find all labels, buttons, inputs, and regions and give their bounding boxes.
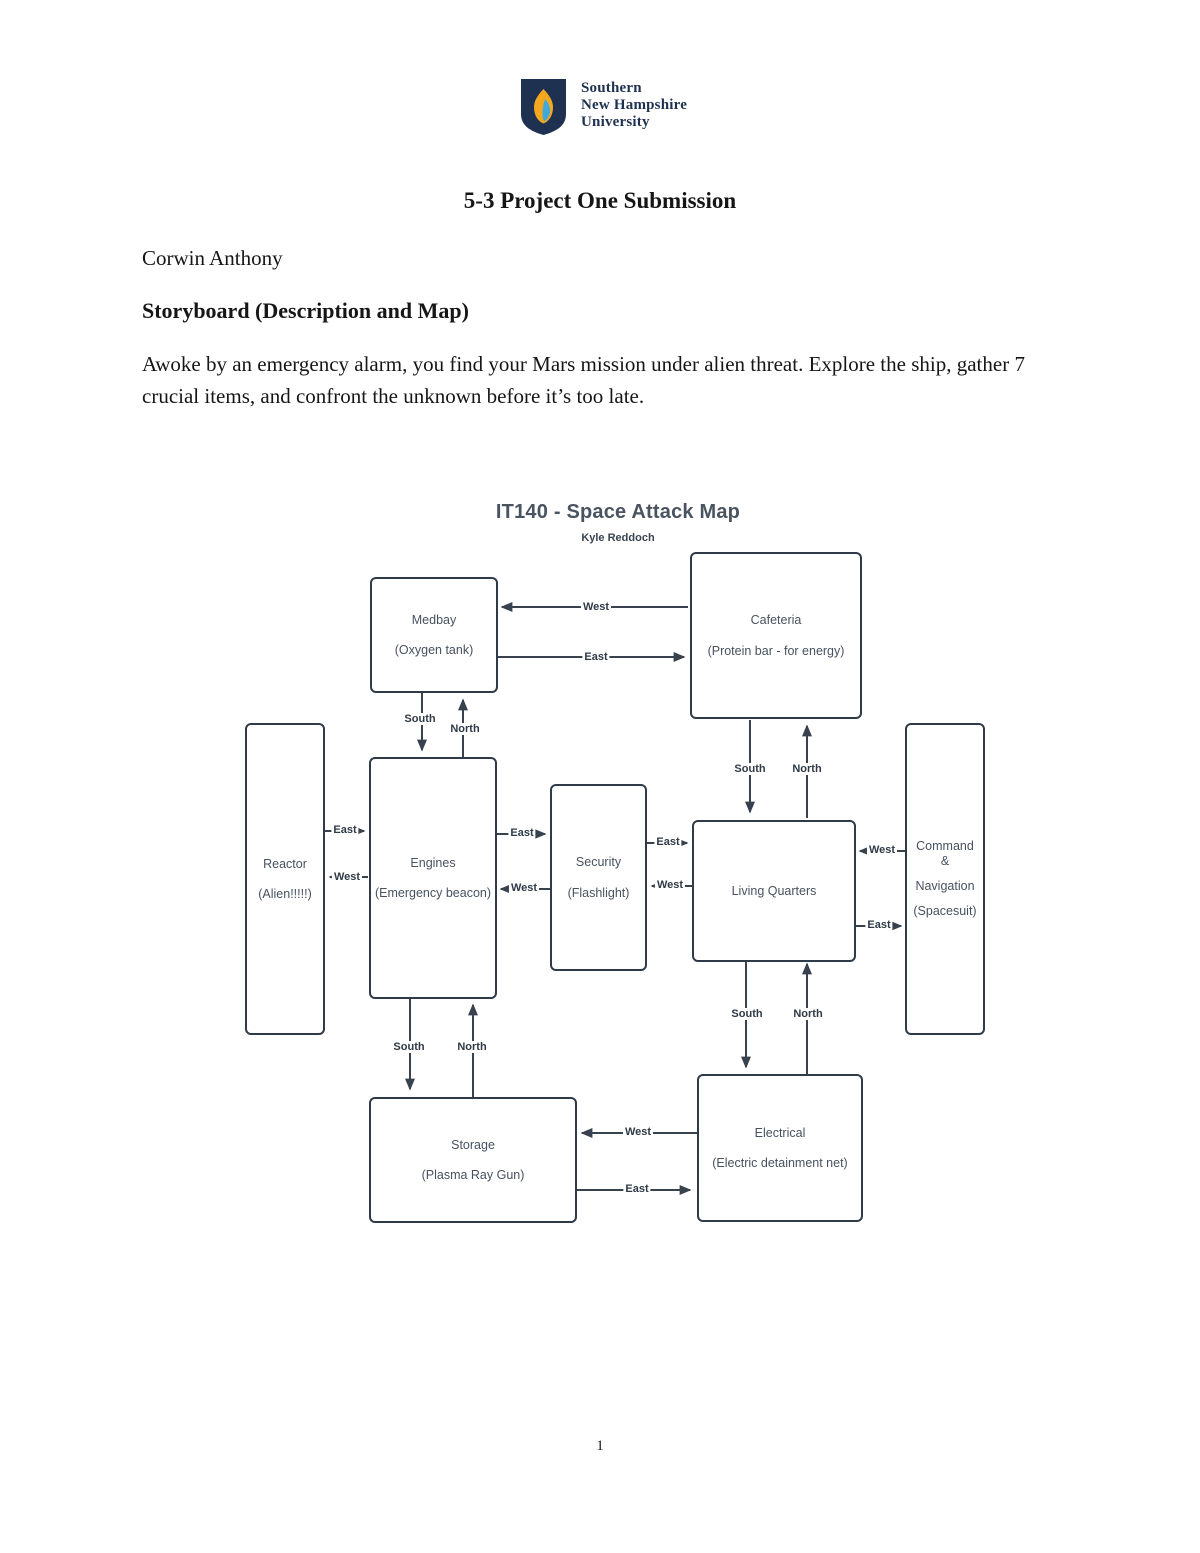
- map-author: Kyle Reddoch: [581, 532, 655, 544]
- dir-label-south-cafeteria-livingquarters: South: [732, 763, 768, 775]
- dir-label-south-medbay-engines: South: [402, 713, 438, 725]
- room-medbay: Medbay (Oxygen tank): [370, 577, 498, 693]
- room-command-navigation: Command & Navigation (Spacesuit): [905, 723, 985, 1035]
- dir-label-east-medbay-cafeteria: East: [582, 651, 610, 663]
- room-storage: Storage (Plasma Ray Gun): [369, 1097, 577, 1223]
- dir-label-west-engines-reactor: West: [331, 871, 363, 883]
- room-item: (Plasma Ray Gun): [421, 1168, 525, 1182]
- dir-label-west-livingquarters-security: West: [654, 879, 686, 891]
- room-name: Engines: [410, 855, 456, 870]
- dir-label-north-storage-engines: North: [455, 1041, 489, 1053]
- room-reactor: Reactor (Alien!!!!!): [245, 723, 325, 1035]
- dir-label-east-livingquarters-commandnav: East: [865, 919, 893, 931]
- room-name: Security: [575, 855, 622, 870]
- room-name: Navigation: [915, 879, 975, 893]
- room-name: Reactor: [263, 856, 307, 871]
- logo-line-3: University: [581, 114, 650, 130]
- author-name: Corwin Anthony: [142, 246, 283, 270]
- dir-label-west-security-engines: West: [508, 882, 540, 894]
- dir-label-south-engines-storage: South: [391, 1041, 427, 1053]
- dir-label-east-reactor-engines: East: [331, 824, 359, 836]
- room-item: (Alien!!!!!): [258, 887, 312, 901]
- document-title: 5-3 Project One Submission: [463, 188, 737, 213]
- logo-line-1: Southern: [581, 80, 642, 96]
- dir-label-west-commandnav-livingquarters: West: [866, 844, 898, 856]
- room-name: Cafeteria: [750, 613, 802, 628]
- dir-label-east-storage-electrical: East: [623, 1183, 651, 1195]
- dir-label-west-cafeteria-medbay: West: [580, 601, 612, 613]
- room-name: Medbay: [411, 612, 457, 627]
- logo-line-2: New Hampshire: [581, 97, 688, 113]
- room-item: (Electric detainment net): [712, 1156, 848, 1170]
- dir-label-east-engines-security: East: [508, 827, 536, 839]
- dir-label-north-electrical-livingquarters: North: [791, 1008, 825, 1020]
- dir-label-north-livingquarters-cafeteria: North: [790, 763, 824, 775]
- university-logo-text: Southern New Hampshire University: [581, 80, 687, 131]
- dir-label-south-livingquarters-electrical: South: [729, 1008, 765, 1020]
- room-security: Security (Flashlight): [550, 784, 647, 971]
- room-item: (Emergency beacon): [374, 886, 492, 900]
- room-item: (Oxygen tank): [394, 643, 474, 657]
- dir-label-north-engines-medbay: North: [448, 723, 482, 735]
- room-item: (Flashlight): [567, 885, 630, 900]
- university-logo: Southern New Hampshire University: [520, 78, 687, 136]
- room-electrical: Electrical (Electric detainment net): [697, 1074, 863, 1222]
- snhu-shield-icon: [521, 79, 566, 135]
- room-engines: Engines (Emergency beacon): [369, 757, 497, 999]
- room-item: (Spacesuit): [913, 904, 977, 919]
- story-description: Awoke by an emergency alarm, you find yo…: [142, 352, 1025, 408]
- room-name: Storage: [451, 1137, 495, 1152]
- room-name: Command &: [916, 839, 974, 868]
- section-heading: Storyboard (Description and Map): [142, 298, 469, 323]
- dir-label-west-electrical-storage: West: [622, 1126, 654, 1138]
- room-living-quarters: Living Quarters: [692, 820, 856, 962]
- room-cafeteria: Cafeteria (Protein bar - for energy): [690, 552, 862, 719]
- room-name: Electrical: [754, 1125, 806, 1140]
- map-title: IT140 - Space Attack Map: [495, 501, 741, 523]
- room-item: (Protein bar - for energy): [707, 643, 845, 658]
- page-number: 1: [596, 1438, 604, 1454]
- dir-label-east-security-livingquarters: East: [654, 836, 682, 848]
- room-name: Living Quarters: [731, 883, 817, 898]
